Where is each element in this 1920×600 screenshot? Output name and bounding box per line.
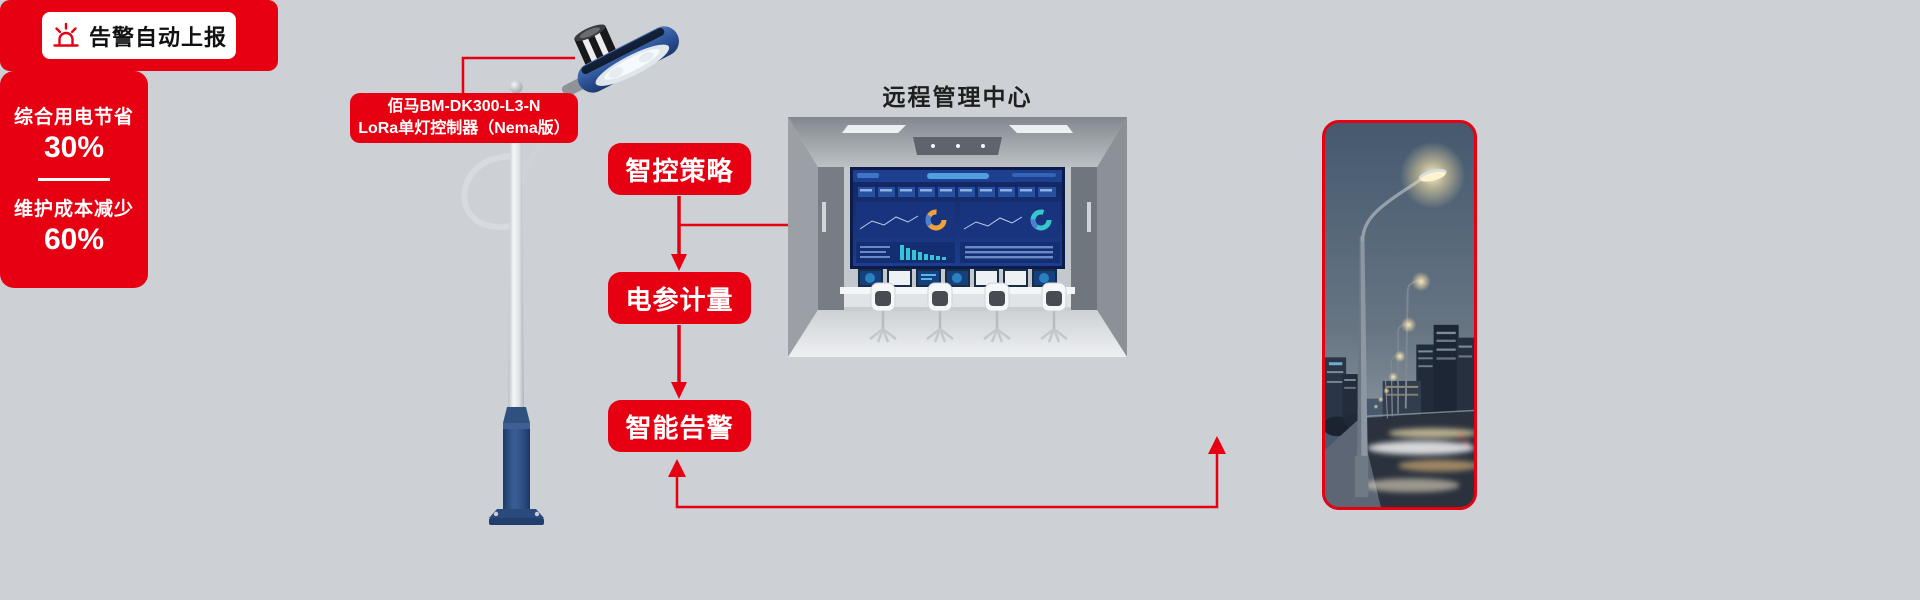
pole-top-sphere	[509, 80, 523, 94]
office-chairs	[869, 282, 1068, 343]
stat-maintenance-value: 60%	[43, 223, 105, 256]
workstation-monitors	[858, 269, 1057, 287]
lamp-head	[561, 26, 679, 97]
benefits-stats-box: 综合用电节省 30% 维护成本减少 60%	[0, 71, 148, 288]
lamp-arm-loop	[461, 153, 519, 230]
traffic-light-trails	[1363, 428, 1474, 493]
device-label-line1: 佰马BM-DK300-L3-N	[387, 97, 541, 115]
night-street-image	[1322, 120, 1477, 510]
flow-step-metering: 电参计量	[608, 272, 751, 324]
alert-banner-label: 告警自动上报	[88, 24, 227, 50]
night-street-scene	[1325, 123, 1474, 507]
alert-banner-inner: 告警自动上报	[42, 12, 236, 59]
alert-banner: 告警自动上报	[0, 0, 278, 71]
device-label: 佰马BM-DK300-L3-N LoRa单灯控制器（Nema版）	[350, 93, 578, 143]
device-label-line2: LoRa单灯控制器（Nema版）	[358, 120, 570, 137]
left-wall	[788, 117, 818, 357]
stat-energy-value: 30%	[43, 131, 105, 164]
street-lamp-illustration	[461, 24, 679, 525]
console-desk	[840, 287, 1075, 311]
trees	[1325, 416, 1350, 437]
flow-step-alarm: 智能告警	[608, 400, 751, 452]
stat-energy-label: 综合用电节省	[13, 107, 134, 128]
arrowhead-up-right	[1208, 436, 1226, 454]
dashboard-screen	[850, 167, 1065, 269]
management-center-title: 远程管理中心	[882, 84, 1033, 110]
control-room-image	[788, 117, 1127, 357]
flow-step-smart-control: 智控策略	[608, 143, 751, 195]
stat-maintenance-label: 维护成本减少	[13, 199, 134, 220]
stats-divider	[38, 178, 110, 181]
lamp-base	[489, 407, 544, 525]
siren-icon	[53, 22, 79, 47]
nema-controller	[574, 24, 622, 78]
control-room-scene	[788, 117, 1127, 357]
lamp-pole	[508, 90, 524, 410]
feedback-line	[675, 452, 1219, 509]
main-street-lamp	[1354, 141, 1466, 498]
right-wall	[1097, 117, 1127, 357]
floor	[788, 310, 1127, 357]
